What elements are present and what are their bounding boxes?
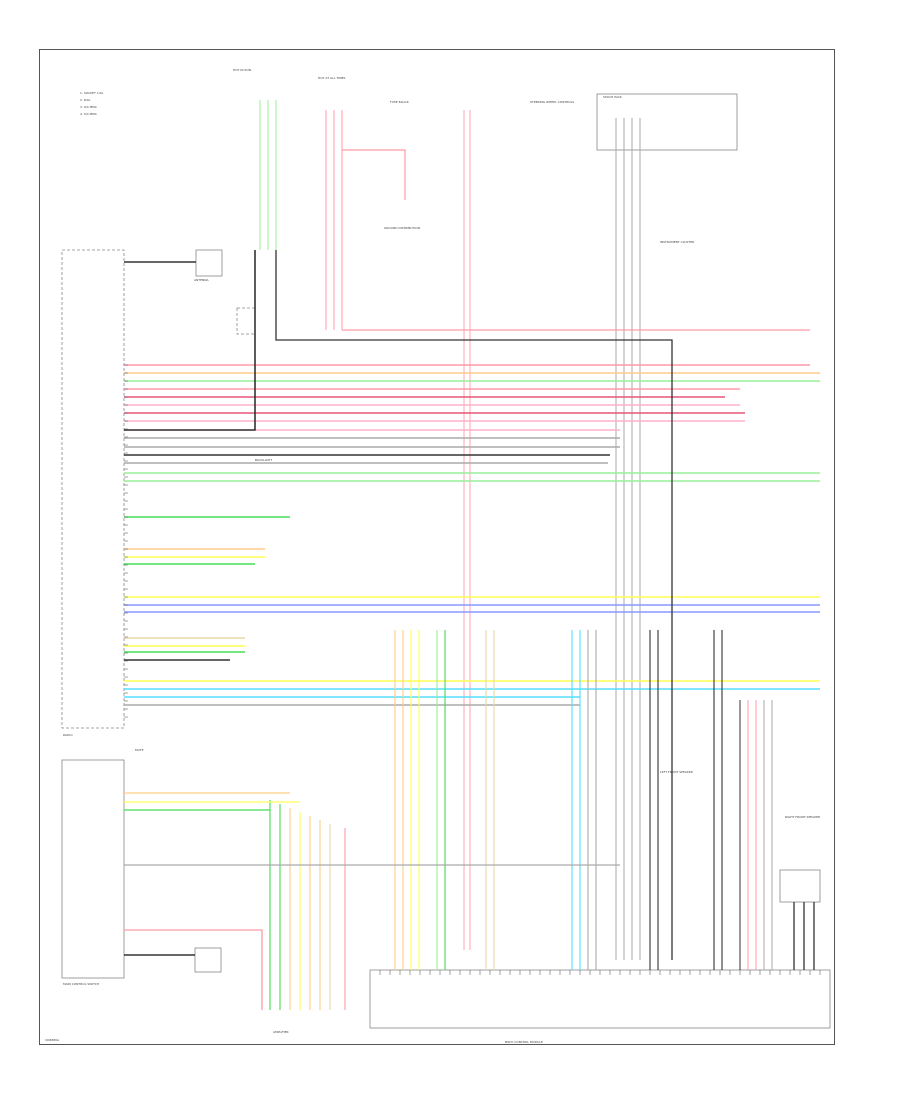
top-label-lf-speaker: LEFT FRONT SPEAKER [660,770,693,774]
component-box [236,307,256,335]
component-box [61,759,125,979]
top-label-hot-run: HOT IN RUN [233,68,252,72]
component-box [194,947,222,973]
legend-item: 4. 5/4 MM4 [80,112,97,116]
legend-item: 2. 8/4L [80,98,91,102]
top-label-hot-all: HOT AT ALL TIMES [318,76,346,80]
amplifier-label: AMPLIFIER [273,1030,289,1034]
rf-speaker-label: RIGHT FRONT SPEAKER [785,815,821,819]
component-box [779,869,821,903]
component-box [61,249,125,729]
side-controls-label: MAIN CONTROL SWITCH [63,982,100,986]
top-label-swc: STEERING WHEEL CONTROLS [530,100,575,104]
footer-code: CD6880A [45,1038,60,1042]
legend-item: 3. 6/4 MM4 [80,105,97,109]
wire [124,250,256,431]
top-label-splice: SPLICE PACK [603,95,622,99]
legend-item: 1. SOCKET 1/4L [80,91,104,95]
top-label-ground: GROUND DISTRIBUTION [384,226,420,230]
component-box [596,93,738,151]
legend: 1. SOCKET 1/4L 2. 8/4L 3. 6/4 MM4 4. 5/4… [80,90,103,118]
radio-label: RADIO [63,733,73,737]
backlight-label: BACKLIGHT [255,458,273,462]
wire [124,929,263,1010]
top-label-fuse: FUSE BLOCK [390,100,409,104]
module-label: BODY CONTROL MODULE [505,1040,543,1044]
top-label-cluster: INSTRUMENT CLUSTER [660,240,695,244]
component-box [195,249,223,277]
wire [342,149,406,200]
diagram-frame [39,49,835,1045]
antenna-label: ANTENNA [194,278,209,282]
component-box [369,969,831,1029]
mute-label: MUTE [135,748,144,752]
wire [275,250,673,960]
